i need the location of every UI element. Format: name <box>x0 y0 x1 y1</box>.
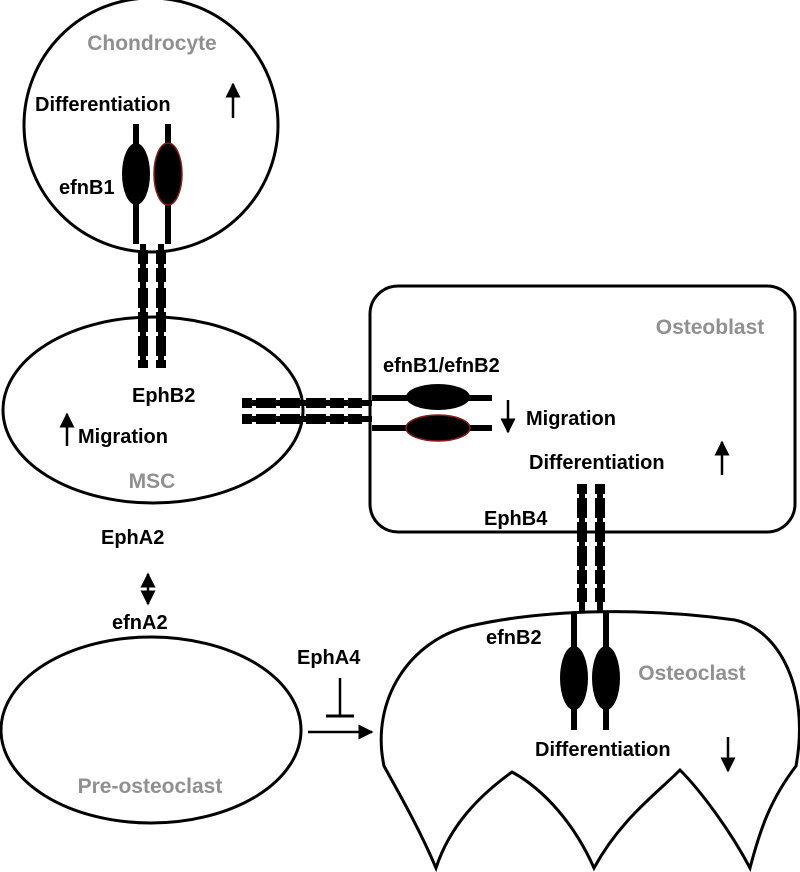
chondrocyte-cell <box>22 0 280 254</box>
ephA4-label: EphA4 <box>297 647 361 669</box>
receptor-block <box>138 360 148 368</box>
receptor-block <box>306 398 326 408</box>
inhibition-icon <box>326 678 354 718</box>
receptor-block <box>330 398 344 408</box>
receptor-block <box>577 570 587 584</box>
receptor-block <box>280 414 300 424</box>
ligand-head <box>405 414 471 442</box>
receptor-block <box>256 414 276 424</box>
ligand-head <box>592 646 620 710</box>
osteoblast-label: Osteoblast <box>656 316 765 339</box>
receptor-block <box>156 268 166 282</box>
receptor-block <box>595 522 605 542</box>
osteoblast-effect-label-2: Differentiation <box>529 452 665 474</box>
ligand-head <box>406 384 470 410</box>
receptor-block <box>280 398 300 408</box>
osteoclast-label: Osteoclast <box>638 662 745 685</box>
receptor-block <box>138 268 148 282</box>
receptor-block <box>156 250 166 264</box>
ephB4-receptors <box>577 484 605 612</box>
receptor-block <box>138 250 148 264</box>
receptor-block <box>256 398 276 408</box>
osteoblast-effect-label-1: Migration <box>526 408 616 430</box>
ligand-head <box>122 143 150 205</box>
pre-osteoclast-cell <box>0 635 303 825</box>
efnB1-label: efnB1 <box>59 177 115 199</box>
efnB1-efnB2-label: efnB1/efnB2 <box>383 355 500 377</box>
osteoclast-cell <box>379 610 800 872</box>
efnB2-ligands-osteoclast <box>560 612 620 730</box>
osteoclast-effect-label: Differentiation <box>535 739 671 761</box>
ligand-head <box>560 646 588 710</box>
ephB2-receptors-vertical <box>138 244 166 368</box>
pre-osteoclast-membrane <box>0 635 303 825</box>
receptor-block <box>595 498 605 518</box>
receptor-block <box>156 288 166 308</box>
efnA2-label: efnA2 <box>112 612 168 634</box>
receptor-block <box>242 414 252 424</box>
efnB2-label: efnB2 <box>486 627 542 649</box>
ephA2-label: EphA2 <box>101 527 164 549</box>
efnB1-efnB2-ligands-osteoblast <box>372 384 492 442</box>
receptor-block <box>156 360 166 368</box>
receptor-block <box>577 546 587 566</box>
receptor-block <box>306 414 326 424</box>
ephB2-receptors-horizontal <box>242 398 372 424</box>
receptor-block <box>348 398 362 408</box>
efnB1-ligands-chondrocyte <box>122 124 183 244</box>
receptor-block <box>242 398 252 408</box>
receptor-block <box>577 588 587 602</box>
msc-cell <box>1 315 305 505</box>
msc-label: MSC <box>129 470 176 493</box>
receptor-block <box>138 288 148 308</box>
receptor-block <box>595 570 605 584</box>
msc-membrane <box>1 315 305 505</box>
chondrocyte-effect-label: Differentiation <box>35 94 171 116</box>
receptor-block <box>595 546 605 566</box>
pre-osteoclast-label: Pre-osteoclast <box>78 775 223 798</box>
receptor-block <box>330 414 344 424</box>
chondrocyte-membrane <box>22 0 280 254</box>
receptor-block <box>577 498 587 518</box>
receptor-block <box>577 484 587 494</box>
receptor-block <box>595 484 605 494</box>
chondrocyte-label: Chondrocyte <box>87 32 217 55</box>
receptor-block <box>156 336 166 356</box>
receptor-block <box>577 522 587 542</box>
msc-effect-label: Migration <box>78 426 168 448</box>
receptor-block <box>138 336 148 356</box>
osteoclast-membrane <box>379 610 800 872</box>
receptor-block <box>595 588 605 602</box>
receptor-block <box>156 312 166 332</box>
ephB4-label: EphB4 <box>484 508 548 530</box>
ligand-head <box>153 142 183 206</box>
receptor-block <box>348 414 362 424</box>
receptor-block <box>138 312 148 332</box>
ephB2-label: EphB2 <box>132 385 195 407</box>
